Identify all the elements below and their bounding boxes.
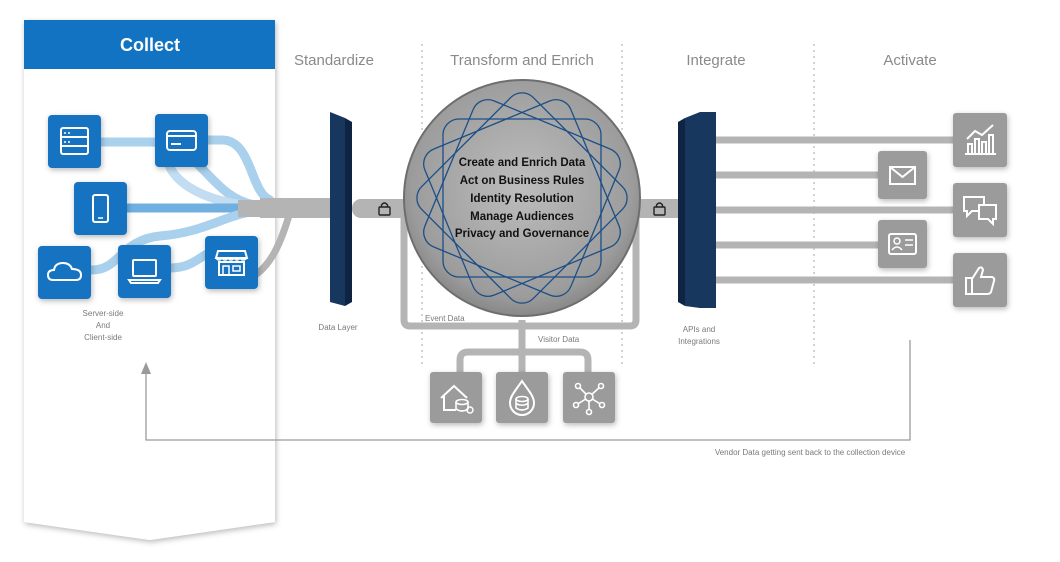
stage-transform: Transform and Enrich (450, 52, 594, 69)
network-nodes-icon (563, 372, 615, 423)
mobile-phone-icon (74, 182, 127, 235)
home-database-icon (430, 372, 482, 423)
event-data-loop (400, 216, 640, 375)
event-data-label: Event Data (425, 314, 465, 323)
data-layer-label: Data Layer (318, 323, 357, 332)
chat-bubbles-icon (953, 183, 1007, 237)
id-card-icon (878, 220, 927, 268)
center-line-4: Manage Audiences (470, 211, 574, 223)
collect-title: Collect (120, 35, 180, 55)
apis-label-2: Integrations (678, 337, 720, 346)
cloud-icon (38, 246, 91, 299)
thumbs-up-icon (953, 253, 1007, 307)
center-line-5: Privacy and Governance (455, 228, 589, 240)
vendor-data-label: Vendor Data getting sent back to the col… (715, 448, 906, 457)
store-icon (205, 236, 258, 289)
center-line-1: Create and Enrich Data (459, 157, 586, 169)
stage-standardize: Standardize (294, 52, 374, 69)
apis-label-1: APIs and (683, 325, 715, 334)
visitor-data-label: Visitor Data (538, 335, 580, 344)
laptop-icon (118, 245, 171, 298)
server-side-label-1: Server-side (83, 309, 124, 318)
stage-activate: Activate (883, 52, 936, 69)
stage-integrate: Integrate (686, 52, 745, 69)
center-line-3: Identity Resolution (470, 193, 574, 205)
server-icon (48, 115, 101, 168)
server-side-label-2: And (96, 321, 110, 330)
center-hub: Create and Enrich Data Act on Business R… (403, 79, 641, 317)
data-layer-slab (330, 112, 352, 306)
database-drop-icon (496, 372, 548, 423)
lock-icon (653, 202, 666, 216)
integrations-slab (678, 112, 716, 308)
server-side-label-3: Client-side (84, 333, 122, 342)
vendor-return-line (141, 340, 911, 441)
lock-icon (378, 202, 391, 216)
analytics-chart-icon (953, 113, 1007, 167)
credit-card-icon (155, 114, 208, 167)
activate-pipes (716, 136, 955, 284)
email-icon (878, 151, 927, 199)
center-line-2: Act on Business Rules (460, 175, 585, 187)
